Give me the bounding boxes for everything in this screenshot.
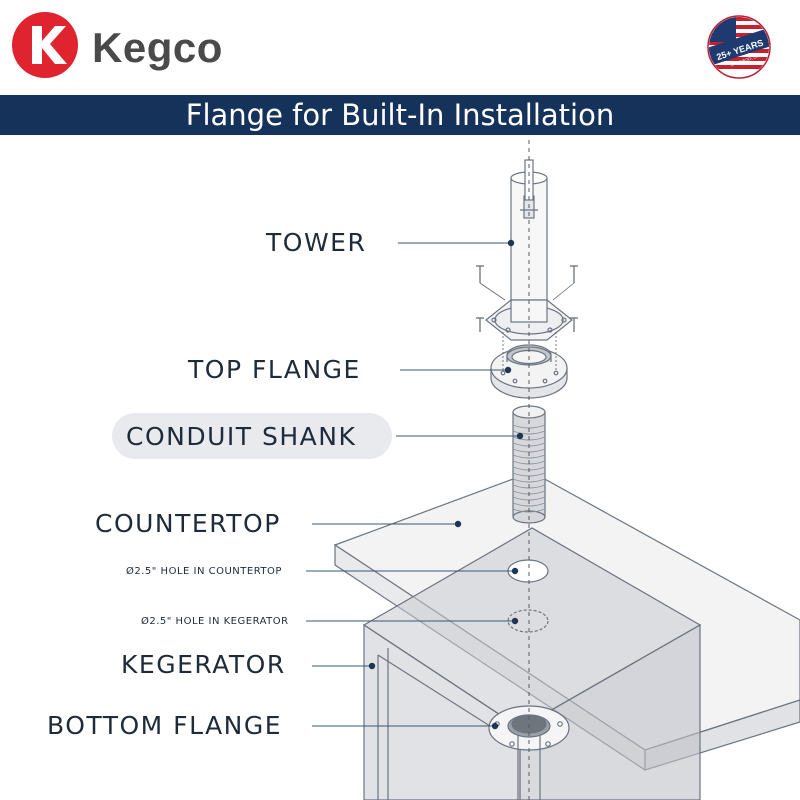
kegerator-side-face bbox=[519, 623, 701, 800]
brand-name: Kegco bbox=[92, 24, 223, 71]
label-top-flange: TOP FLANGE bbox=[188, 355, 361, 384]
logo-k-glyph bbox=[32, 26, 67, 64]
title-banner: Flange for Built-In Installation bbox=[0, 95, 800, 135]
usa-flag-badge-icon: 25+ YEARS SAN DIEGO, CA bbox=[707, 15, 771, 79]
label-kegerator: KEGERATOR bbox=[121, 650, 286, 679]
kegco-logo-icon[interactable] bbox=[12, 12, 78, 78]
hole-kegerator-icon bbox=[507, 609, 549, 633]
tower-icon bbox=[485, 159, 573, 341]
label-tower: TOWER bbox=[266, 228, 367, 257]
conduit-shank-icon bbox=[512, 405, 546, 524]
label-hole-kegerator: Ø2.5" HOLE IN KEGERATOR bbox=[141, 616, 289, 627]
label-hole-countertop: Ø2.5" HOLE IN COUNTERTOP bbox=[126, 566, 282, 577]
label-conduit-shank: CONDUIT SHANK bbox=[126, 422, 357, 451]
screws-icon bbox=[476, 265, 578, 332]
top-flange-icon bbox=[490, 344, 568, 399]
label-bottom-flange: BOTTOM FLANGE bbox=[47, 711, 283, 740]
label-countertop: COUNTERTOP bbox=[95, 509, 281, 538]
page-title: Flange for Built-In Installation bbox=[185, 98, 615, 132]
highlight-pill bbox=[112, 413, 392, 459]
kegerator-front-face bbox=[363, 623, 521, 800]
header: Kegco 25+ YEARS SAN DIEGO, CA bbox=[0, 0, 800, 95]
